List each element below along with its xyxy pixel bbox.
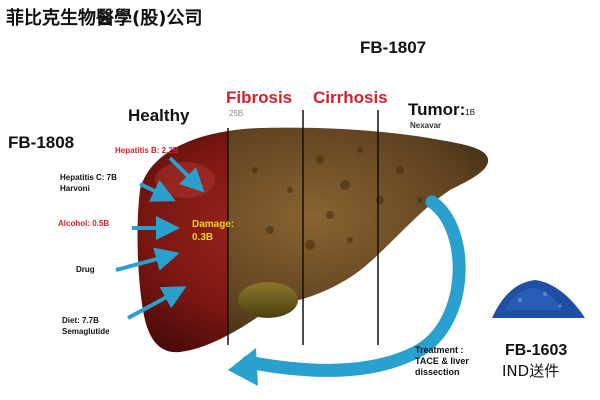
cause-diet: Diet: 7.7B Semaglutide bbox=[62, 315, 110, 337]
cause-hepatitis-c-count: Hepatitis C: 7B bbox=[60, 173, 117, 182]
treatment-label: Treatment : TACE & liver dissection bbox=[415, 345, 469, 378]
cause-diet-count: Diet: 7.7B bbox=[62, 316, 99, 325]
powder-pile-icon bbox=[492, 280, 585, 318]
stage-healthy-label: Healthy bbox=[128, 106, 190, 125]
cause-hepatitis-c: Hepatitis C: 7B Harvoni bbox=[60, 172, 117, 194]
damage-title: Damage: bbox=[192, 219, 235, 230]
arrow-hepatitis-b bbox=[168, 156, 205, 193]
tumor-drug-label: Nexavar bbox=[410, 121, 442, 130]
cause-diet-drug: Semaglutide bbox=[62, 327, 110, 336]
treatment-method-1: TACE & liver bbox=[415, 356, 469, 366]
cause-alcohol: Alcohol: 0.5B bbox=[58, 219, 110, 228]
stage-fibrosis-count: 25B bbox=[229, 109, 244, 118]
program-label-fb1807: FB-1807 bbox=[360, 38, 427, 57]
stage-cirrhosis-label: Cirrhosis bbox=[313, 88, 388, 107]
arrow-hepatitis-c bbox=[139, 179, 176, 202]
company-title: 菲比克生物醫學(股)公司 bbox=[6, 8, 203, 29]
arrow-drug bbox=[115, 247, 180, 272]
stage-tumor-count: 1B bbox=[465, 108, 476, 117]
treatment-method-2: dissection bbox=[415, 367, 460, 377]
arrow-diet bbox=[127, 286, 187, 320]
damage-count: 0.3B bbox=[192, 232, 214, 243]
treatment-arrow bbox=[241, 195, 466, 377]
stage-tumor-label: Tumor:1B bbox=[408, 100, 475, 120]
cause-hepatitis-c-drug: Harvoni bbox=[60, 184, 90, 193]
program-label-fb1808: FB-1808 bbox=[8, 133, 75, 152]
damage-label: Damage: 0.3B bbox=[192, 218, 234, 244]
stage-tumor-title: Tumor: bbox=[408, 100, 466, 119]
product-status: IND送件 bbox=[502, 362, 560, 380]
cause-drug: Drug bbox=[76, 265, 95, 274]
cause-arrows bbox=[115, 156, 205, 320]
gallbladder bbox=[238, 282, 298, 318]
stage-fibrosis-label: Fibrosis bbox=[226, 88, 293, 107]
treatment-title: Treatment : bbox=[415, 345, 464, 355]
product-code-fb1603: FB-1603 bbox=[505, 342, 568, 359]
liver-diseased-section bbox=[228, 127, 489, 336]
treatment-arrowhead-icon bbox=[228, 348, 258, 386]
cause-hepatitis-b: Hepatitis B: 2.2B bbox=[115, 146, 179, 155]
liver-highlight bbox=[155, 162, 215, 198]
